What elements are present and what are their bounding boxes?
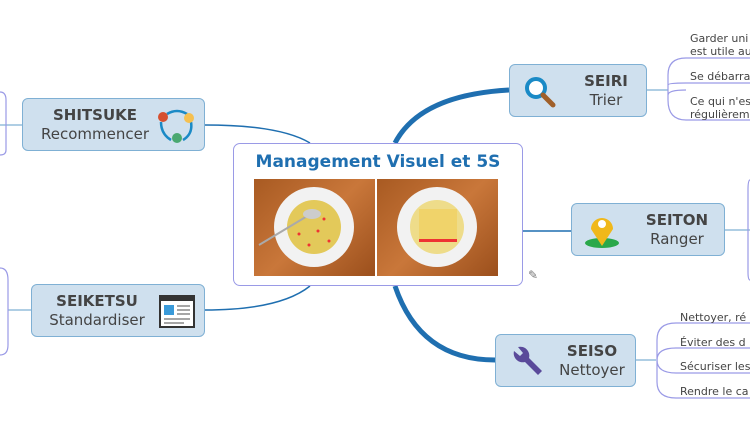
magnifier-icon — [525, 77, 556, 108]
location-pin-icon — [585, 218, 619, 248]
ordered-soup-image — [377, 179, 498, 276]
seiton-subtitle: Ranger — [650, 229, 704, 248]
seiketsu-subtitle: Standardiser — [49, 310, 145, 329]
seiso-title: SEISO — [566, 341, 618, 360]
shitsuke-title: SHITSUKE — [52, 105, 138, 124]
seiri-subtitle: Trier — [589, 90, 623, 109]
seiton-title: SEITON — [645, 210, 709, 229]
cycle-icon — [158, 109, 194, 143]
central-title: Management Visuel et 5S — [255, 152, 501, 172]
seiso-leaf[interactable]: Éviter des d — [680, 336, 746, 349]
central-topic[interactable]: Management Visuel et 5S — [233, 143, 523, 286]
messy-soup-image — [254, 179, 375, 276]
seiri-leaf[interactable]: Se débarra — [690, 70, 750, 83]
seiketsu-title: SEIKETSU — [56, 291, 138, 310]
seiri-title: SEIRI — [584, 71, 628, 90]
document-window-icon — [159, 295, 195, 328]
wrench-icon — [513, 346, 542, 375]
seiso-leaf[interactable]: Sécuriser les — [680, 360, 750, 373]
note-icon[interactable]: ✎ — [528, 268, 539, 282]
shitsuke-subtitle: Recommencer — [40, 124, 149, 143]
seiso-subtitle: Nettoyer — [559, 360, 625, 379]
seiso-leaf[interactable]: Nettoyer, ré — [680, 311, 747, 324]
seiso-leaf[interactable]: Rendre le ca — [680, 385, 749, 398]
